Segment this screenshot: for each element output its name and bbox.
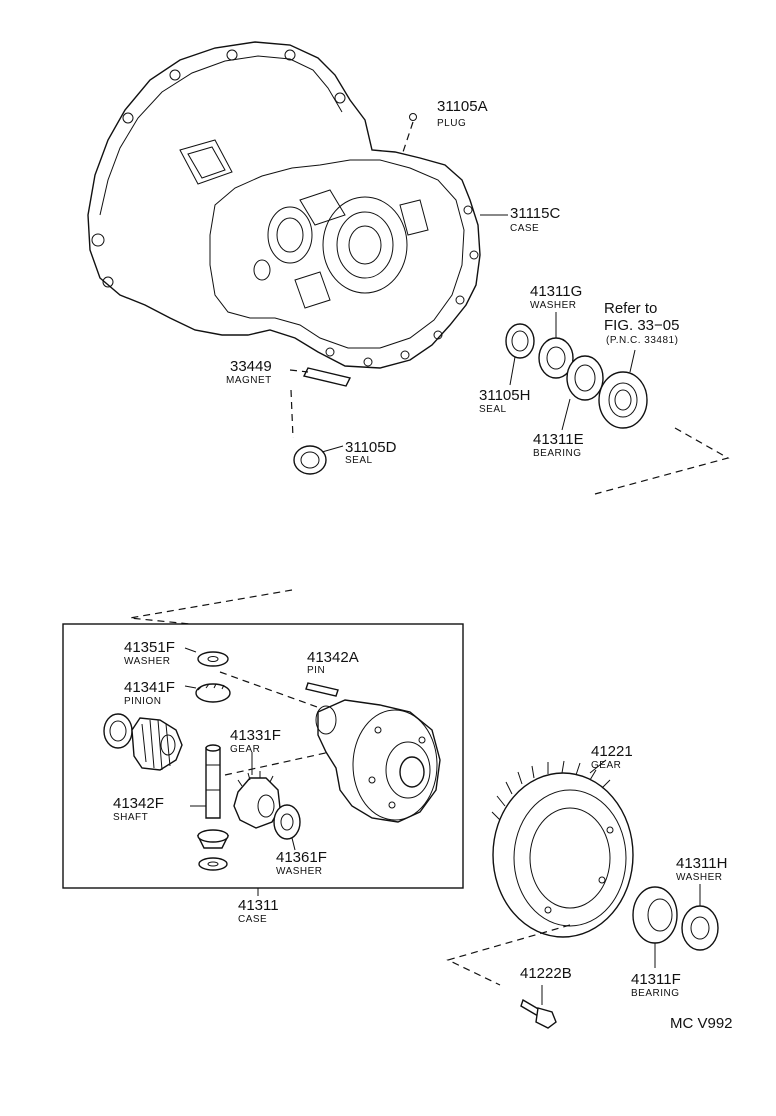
part-label-41311F: 41311F BEARING (631, 971, 681, 999)
part-name: MAGNET (226, 375, 272, 386)
part-number: 31105D (345, 439, 397, 456)
pinion-lower-drawing (196, 829, 230, 871)
part-number: 31105A (437, 98, 488, 115)
bearing-f-drawing (632, 886, 678, 968)
part-number: 41351F (124, 639, 175, 656)
part-name: CASE (238, 914, 267, 925)
transaxle-case-drawing (87, 41, 481, 369)
bolt-drawing (520, 985, 557, 1029)
reference-line-2: FIG. 33−05 (604, 317, 679, 334)
part-label-41311E: 41311E BEARING (533, 431, 584, 459)
part-label-41311: 41311 CASE (238, 888, 279, 925)
part-name: BEARING (533, 448, 582, 459)
part-number: 41311H (676, 855, 727, 872)
part-name: WASHER (276, 866, 323, 877)
part-name: PINION (124, 696, 161, 707)
seal-h-drawing (505, 323, 535, 386)
connector-lower (129, 589, 293, 625)
part-name: PLUG (437, 118, 466, 129)
pinion-41341F-drawing (184, 671, 321, 709)
part-name: CASE (510, 223, 539, 234)
gear-41331F-drawing (224, 751, 331, 829)
plug-drawing (401, 113, 417, 156)
seal-d-drawing (290, 389, 344, 475)
part-number: 31105H (479, 387, 530, 404)
part-label-41331F: 41331F GEAR (230, 727, 281, 755)
washer-g-drawing (538, 312, 574, 379)
washer-h-drawing (681, 884, 719, 951)
part-label-41311G: 41311G WASHER (530, 283, 582, 311)
part-number: 41311F (631, 971, 681, 988)
part-number: 41331F (230, 727, 281, 744)
part-name: PIN (307, 665, 325, 676)
bearing-e-drawing (561, 355, 604, 431)
reference-bearing-drawing (598, 349, 648, 429)
side-gear-left-drawing (103, 713, 183, 771)
part-label-41222B: 41222B (520, 965, 572, 982)
part-name: WASHER (530, 300, 577, 311)
part-label-41311H: 41311H WASHER (676, 855, 727, 883)
part-name: GEAR (230, 744, 260, 755)
part-label-41341F: 41341F PINION (124, 679, 175, 707)
part-label-41342A: 41342A PIN (307, 649, 359, 676)
part-label-31105D: 31105D SEAL (345, 439, 397, 466)
differential-case-box (62, 623, 464, 889)
reference-note: Refer to FIG. 33−05 (P.N.C. 33481) (604, 300, 679, 346)
part-label-41351F: 41351F WASHER (124, 639, 175, 667)
part-number: 41222B (520, 965, 572, 982)
part-name: WASHER (676, 872, 723, 883)
part-name: SEAL (345, 455, 373, 466)
part-number: 41342A (307, 649, 359, 666)
part-name: SEAL (479, 404, 507, 415)
part-label-31105A: 31105A PLUG (437, 98, 488, 129)
part-number: 41341F (124, 679, 175, 696)
part-number: 31115C (510, 205, 560, 222)
differential-housing-drawing (315, 699, 441, 823)
connector-bolt (446, 924, 571, 986)
part-number: 41221 (591, 743, 633, 760)
part-label-33449: 33449 MAGNET (226, 358, 272, 386)
part-number: 41342F (113, 795, 164, 812)
part-name: SHAFT (113, 812, 148, 823)
pin-drawing (305, 682, 339, 697)
part-number: 41361F (276, 849, 327, 866)
part-label-41342F: 41342F SHAFT (113, 795, 164, 823)
connector-upper (594, 427, 730, 495)
reference-line-1: Refer to (604, 300, 657, 317)
washer-41361F-drawing (273, 804, 301, 851)
figure-code: MC V992 (670, 1015, 733, 1032)
part-label-31115C: 31115C CASE (510, 205, 560, 234)
part-number: 41311 (238, 897, 279, 914)
shaft-drawing (190, 744, 221, 819)
part-name: BEARING (631, 988, 680, 999)
part-name: GEAR (591, 760, 621, 771)
part-label-31105H: 31105H SEAL (479, 387, 530, 415)
part-number: 41311E (533, 431, 584, 448)
part-number: 41311G (530, 283, 582, 300)
washer-41351F-drawing (184, 647, 229, 667)
part-label-41221: 41221 GEAR (591, 743, 633, 771)
reference-line-3: (P.N.C. 33481) (606, 335, 678, 346)
ring-gear-drawing (491, 759, 634, 938)
part-label-41361F: 41361F WASHER (276, 849, 327, 877)
magnet-drawing (289, 367, 352, 387)
part-number: 33449 (230, 358, 272, 375)
part-name: WASHER (124, 656, 171, 667)
